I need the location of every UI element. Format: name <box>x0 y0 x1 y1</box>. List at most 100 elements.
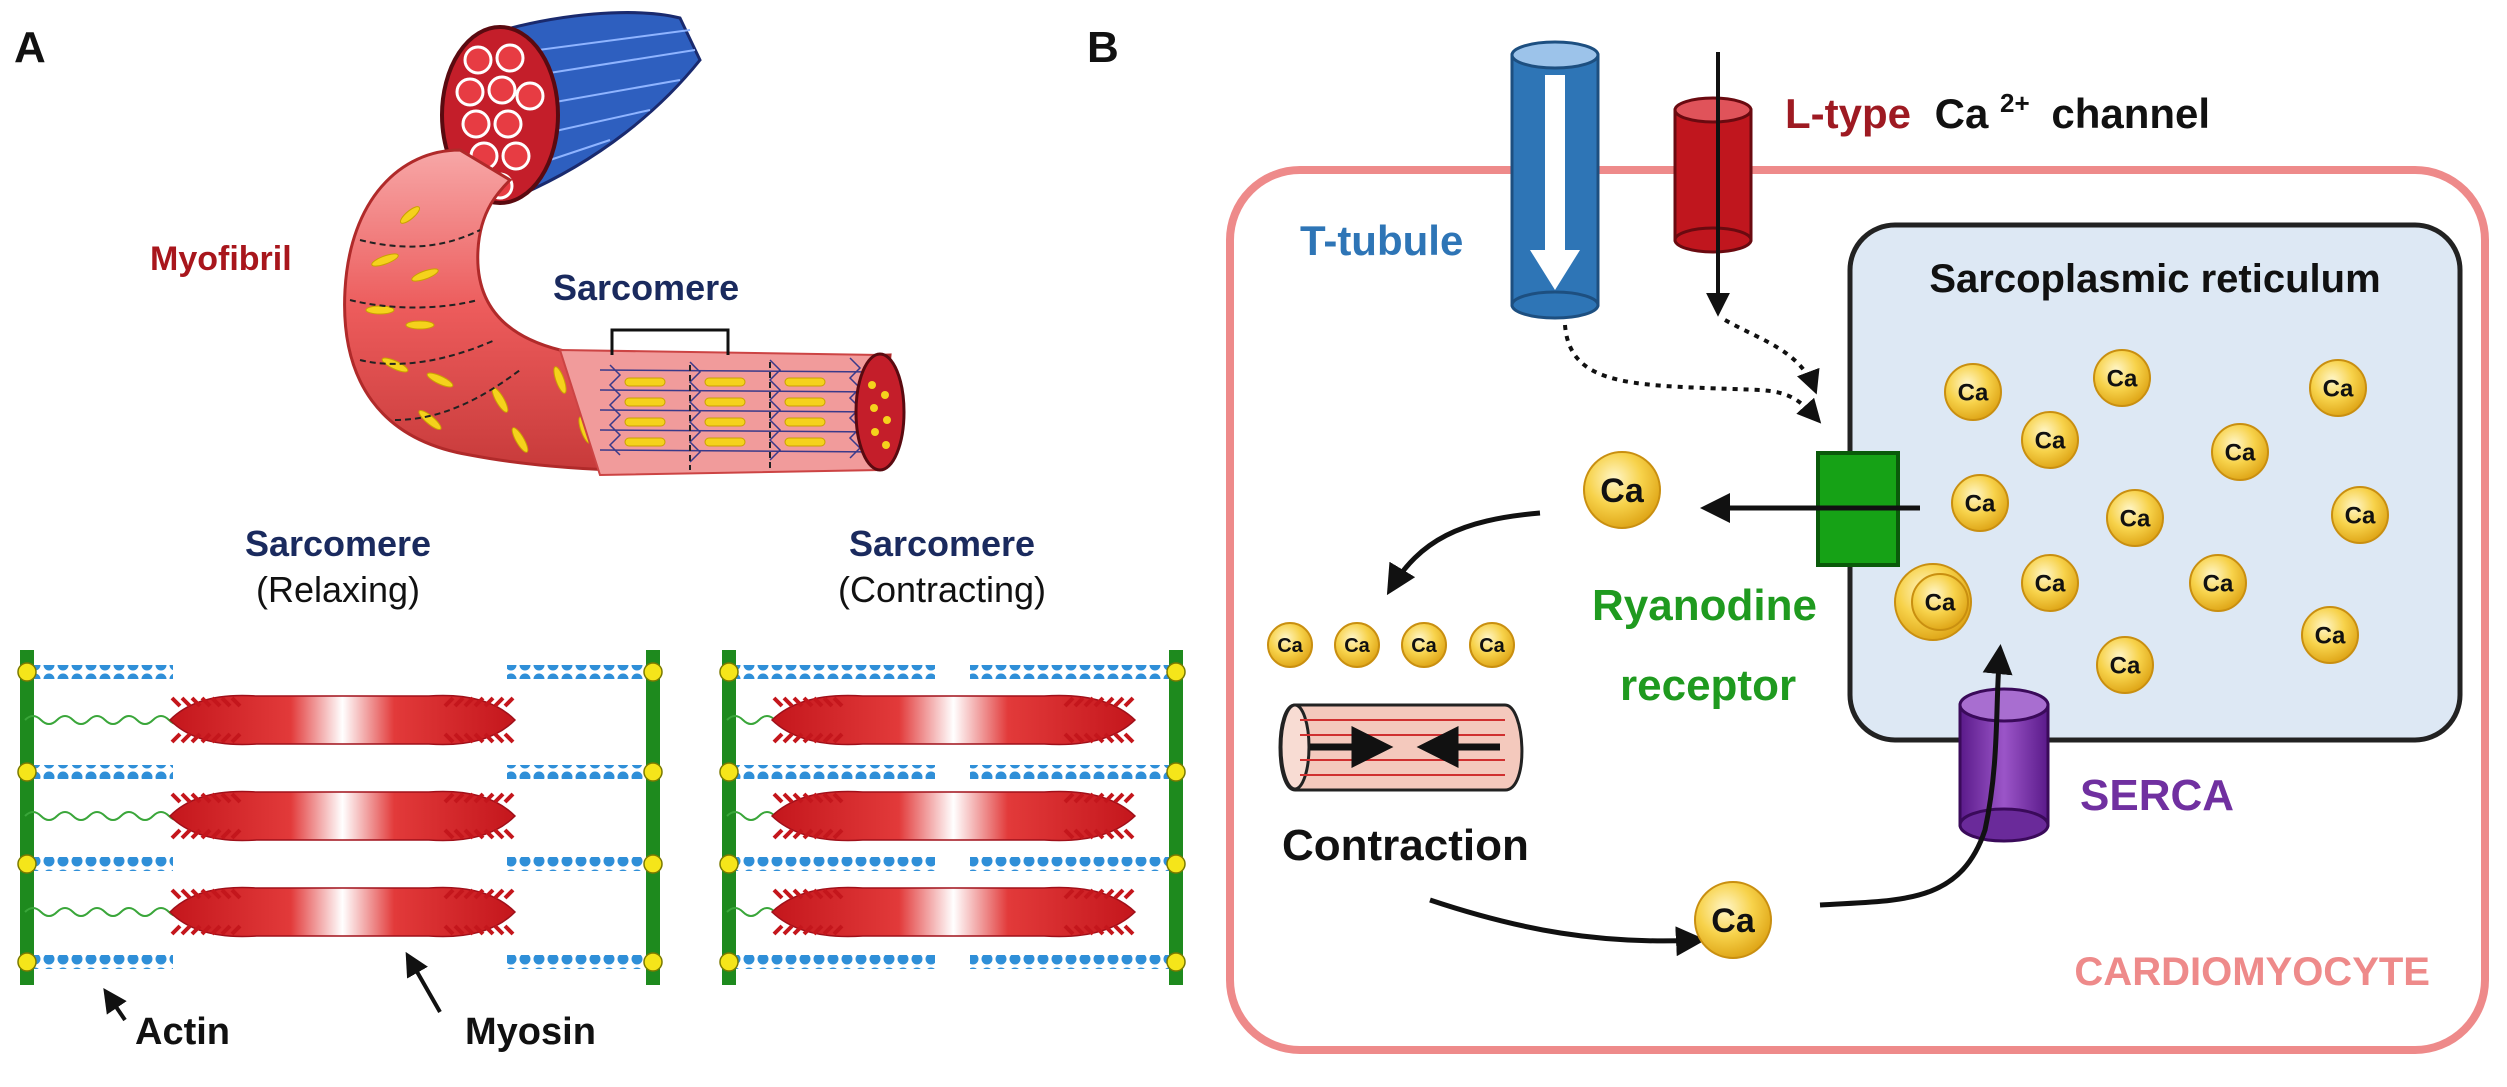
ca-ion-label: Ca <box>2035 570 2066 597</box>
myosin-head <box>200 696 485 744</box>
myosin-head <box>782 696 1125 744</box>
myosin-head <box>802 888 1105 936</box>
ca-ion-label: Ca <box>2120 505 2151 532</box>
myosin-head <box>812 696 1095 744</box>
z-disc-anchor <box>643 662 663 682</box>
ca-ion-circle <box>1267 622 1313 668</box>
ca-reuptake-path-arrow <box>1429 897 1706 957</box>
myosin-head <box>220 792 465 840</box>
ryr-label-line1: Ryanodine <box>1592 581 1817 630</box>
actin-pointer <box>103 988 127 1022</box>
z-disc <box>722 650 736 985</box>
ca-ion: Ca <box>2189 554 2247 612</box>
myosin-head <box>210 792 475 840</box>
sarcomere-top-label: Sarcomere <box>553 267 739 308</box>
myosin-head <box>832 696 1075 744</box>
z-disc-anchor <box>17 952 37 972</box>
ca-ion: Ca <box>1401 622 1447 668</box>
ca-ion: Ca <box>2301 606 2359 664</box>
ca-ion-circle <box>1951 474 2009 532</box>
ca-ion: Ca <box>1469 622 1515 668</box>
myosin-head <box>822 792 1085 840</box>
sarcoplasmic-reticulum <box>1847 222 2463 743</box>
z-disc-anchor <box>719 662 739 682</box>
panel-a-letter: A <box>14 23 46 72</box>
ca-ion-label: Ca <box>2323 375 2354 402</box>
ca-ion: Ca <box>2106 489 2164 547</box>
ca-ion-label: Ca <box>2225 439 2256 466</box>
myosin-head <box>210 696 475 744</box>
myofibril-label: Myofibril <box>150 240 292 278</box>
cardiomyocyte-label: CARDIOMYOCYTE <box>2074 950 2430 994</box>
cardiomyocyte-membrane <box>1226 166 2489 1054</box>
sarcomere-relaxing <box>17 650 663 985</box>
sarcomere-bracket <box>610 328 730 355</box>
ca-ion-label: Ca <box>2345 502 2376 529</box>
l-type-signal-arrow <box>1724 318 1820 395</box>
actin-label: Actin <box>135 1011 230 1053</box>
ca-ion-label: Ca <box>1479 635 1505 657</box>
ca-ion-circle <box>2021 554 2079 612</box>
ca-to-myofilament-arrow <box>1386 510 1541 596</box>
ca-ion: Ca <box>1944 363 2002 421</box>
panel-b-letter: B <box>1087 23 1119 72</box>
ca-ion-circle <box>2096 636 2154 694</box>
actin-filament <box>33 665 173 679</box>
ca-ion-circle <box>2301 606 2359 664</box>
myosin-head <box>832 888 1075 936</box>
ca-ion-circle <box>1583 451 1661 529</box>
myosin-head <box>180 792 505 840</box>
ca-ion-circle <box>1911 573 1969 631</box>
z-disc-anchor <box>1166 952 1186 972</box>
channel-label: channel <box>2051 90 2210 137</box>
actin-filament <box>970 765 1170 779</box>
contracting-state: (Contracting) <box>838 569 1046 610</box>
ca-ion: Ca <box>1583 451 1661 529</box>
myosin-head <box>792 888 1115 936</box>
myosin-head <box>180 696 505 744</box>
actin-filament <box>507 857 647 871</box>
ca-ion: Ca <box>2309 359 2367 417</box>
myosin-head <box>210 888 475 936</box>
ca-ion: Ca <box>2093 349 2151 407</box>
myosin-head <box>812 792 1095 840</box>
ca-ion-label: Ca <box>1600 472 1645 510</box>
myosin-head <box>782 792 1125 840</box>
myosin-head <box>812 888 1095 936</box>
contraction-filament <box>1278 703 1524 792</box>
myosin-filament <box>168 790 517 842</box>
ca-ion: Ca <box>2096 636 2154 694</box>
ca-ion-circle <box>2093 349 2151 407</box>
t-tubule <box>1510 40 1600 320</box>
ca-ion-label: Ca <box>1958 379 1989 406</box>
myosin-label: Myosin <box>465 1011 596 1053</box>
ca-ion: Ca <box>1334 622 1380 668</box>
ca-ion: Ca <box>2331 486 2389 544</box>
ca-ion-label: Ca <box>2203 570 2234 597</box>
actin-filament <box>507 665 647 679</box>
ca-ion-circle <box>2211 423 2269 481</box>
ca-ion: Ca <box>1951 474 2009 532</box>
l-type-channel <box>1673 96 1753 254</box>
ca-ion-circle <box>1334 622 1380 668</box>
ca-ion: Ca <box>1267 622 1313 668</box>
relaxing-title: Sarcomere <box>245 523 431 564</box>
actin-filament <box>735 665 935 679</box>
actin-filament <box>970 955 1170 969</box>
z-disc-anchor <box>643 854 663 874</box>
ca-ion: Ca <box>1694 881 1772 959</box>
myosin-head <box>220 888 465 936</box>
l-type-label: L-type <box>1785 90 1911 137</box>
sr-label: Sarcoplasmic reticulum <box>1929 257 2380 301</box>
serca-label: SERCA <box>2080 771 2234 820</box>
myosin-head <box>220 696 465 744</box>
ca-ion: Ca <box>1911 573 1969 631</box>
serca-uptake-arrow <box>1819 644 2013 908</box>
myosin-head <box>822 888 1085 936</box>
ca-ion: Ca <box>2021 411 2079 469</box>
myosin-head <box>792 696 1115 744</box>
ryr-label-line2: receptor <box>1620 661 1796 710</box>
ca-superscript: 2+ <box>2000 88 2030 118</box>
contracting-title: Sarcomere <box>849 523 1035 564</box>
